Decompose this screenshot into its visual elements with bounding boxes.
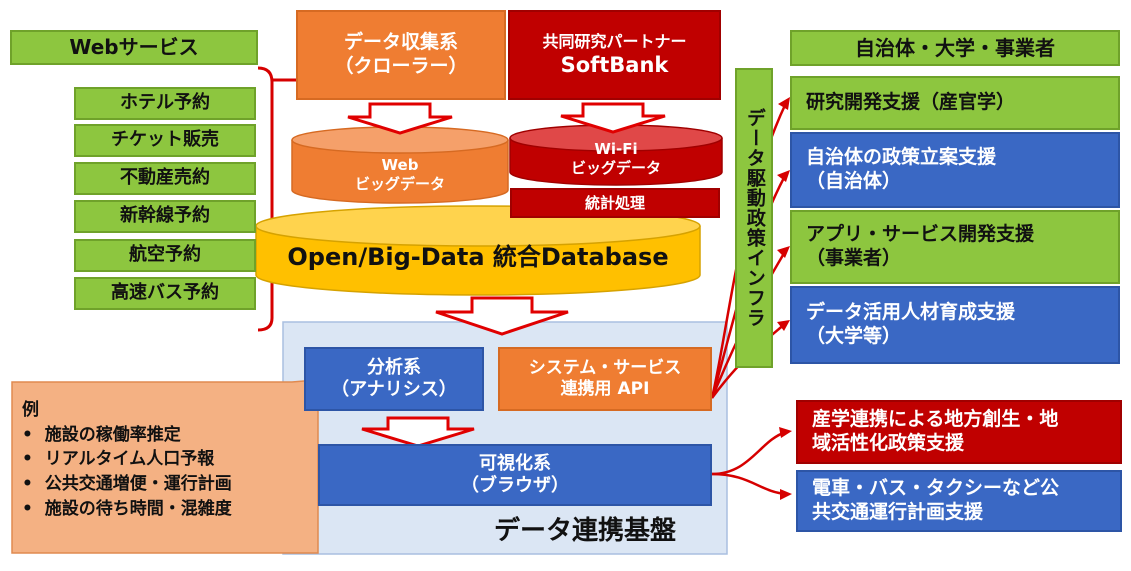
viz-arrows	[711, 430, 787, 496]
analysis-line1: 分析系	[367, 356, 421, 378]
visualization-box: 可視化系 （ブラウザ）	[318, 444, 712, 506]
partner-box: 共同研究パートナー SoftBank	[508, 10, 721, 100]
web-bigdata-cylinder	[291, 126, 509, 204]
platform-label: データ連携基盤	[494, 516, 677, 546]
outcome-regional-line1: 産学連携による地方創生・地	[812, 408, 1059, 431]
outcome-public-transport: 電車・バス・タクシーなど公 共交通運行計画支援	[796, 470, 1122, 532]
example-content: 例 • 施設の稼働率推定 • リアルタイム人口予報 • 公共交通増便・運行計画 …	[22, 398, 232, 521]
web-bigdata-line1: Web	[381, 156, 419, 175]
wifi-bigdata-line1: Wi-Fi	[594, 140, 638, 159]
stakeholders-header: 自治体・大学・事業者	[790, 30, 1120, 66]
analysis-box: 分析系 （アナリシス）	[304, 347, 484, 411]
support-rnd: 研究開発支援（産官学）	[790, 76, 1120, 130]
web-bigdata-line2: ビッグデータ	[354, 175, 445, 193]
support-app-development: アプリ・サービス開発支援 （事業者）	[790, 210, 1120, 284]
crawler-box: データ収集系 （クローラー）	[296, 10, 506, 100]
example-item: • 施設の稼働率推定	[22, 424, 181, 445]
stats-processing-box: 統計処理	[510, 188, 720, 218]
infra-vertical-label: データ駆動政策インフラ	[735, 68, 773, 368]
api-arrowheads	[777, 97, 790, 331]
arrow-analysis-to-viz	[361, 416, 475, 448]
outcome-regional-line2: 域活性化政策支援	[812, 432, 965, 454]
web-service-shinkansen: 新幹線予約	[74, 200, 256, 233]
support-talent-line2: （大学等）	[806, 325, 902, 347]
arrow-db-to-platform	[435, 296, 569, 336]
example-item: • 施設の待ち時間・混雑度	[22, 498, 232, 519]
viz-line2: （ブラウザ）	[461, 475, 569, 496]
support-talent-line1: データ活用人材育成支援	[806, 301, 1016, 324]
api-line1: システム・サービス	[528, 357, 682, 378]
web-service-hotel: ホテル予約	[74, 87, 256, 120]
web-service-highway-bus: 高速バス予約	[74, 277, 256, 310]
support-municipal-line1: 自治体の政策立案支援	[806, 146, 997, 169]
web-service-air: 航空予約	[74, 239, 256, 272]
example-item: • リアルタイム人口予報	[22, 449, 215, 470]
viz-line1: 可視化系	[479, 452, 551, 474]
wifi-bigdata-label: Wi-Fi ビッグデータ	[536, 138, 696, 180]
outcome-transport-line2: 共交通運行計画支援	[812, 501, 984, 523]
web-service-realestate: 不動産売約	[74, 162, 256, 195]
outcome-regional-revitalization: 産学連携による地方創生・地 域活性化政策支援	[796, 400, 1122, 464]
support-rnd-line1: 研究開発支援（産官学）	[806, 91, 1016, 114]
example-title: 例	[22, 400, 39, 420]
web-bigdata-label: Web ビッグデータ	[320, 152, 480, 198]
partner-line2: SoftBank	[560, 52, 669, 77]
integrated-database-label: Open/Big-Data 統合Database	[287, 243, 669, 271]
web-services-bracket	[257, 66, 274, 332]
example-item: • 公共交通増便・運行計画	[22, 473, 232, 494]
support-talent-development: データ活用人材育成支援 （大学等）	[790, 286, 1120, 364]
api-box: システム・サービス 連携用 API	[498, 347, 712, 411]
crawler-line2: （クローラー）	[334, 55, 468, 77]
api-line2: 連携用 API	[560, 379, 650, 399]
support-app-line1: アプリ・サービス開発支援	[806, 223, 1035, 246]
analysis-line2: （アナリシス）	[331, 379, 457, 400]
arrow-crawler-to-web	[347, 102, 453, 135]
support-municipal-policy: 自治体の政策立案支援 （自治体）	[790, 132, 1120, 208]
arrow-partner-to-wifi	[560, 102, 666, 134]
web-services-header: Webサービス	[10, 30, 258, 65]
crawler-line1: データ収集系	[343, 31, 458, 54]
web-service-ticket: チケット販売	[74, 124, 256, 157]
outcome-transport-line1: 電車・バス・タクシーなど公	[812, 477, 1060, 500]
support-app-line2: （事業者）	[806, 247, 902, 269]
wifi-bigdata-line2: ビッグデータ	[570, 159, 661, 177]
support-municipal-line2: （自治体）	[806, 170, 902, 192]
partner-line1: 共同研究パートナー	[542, 31, 687, 51]
